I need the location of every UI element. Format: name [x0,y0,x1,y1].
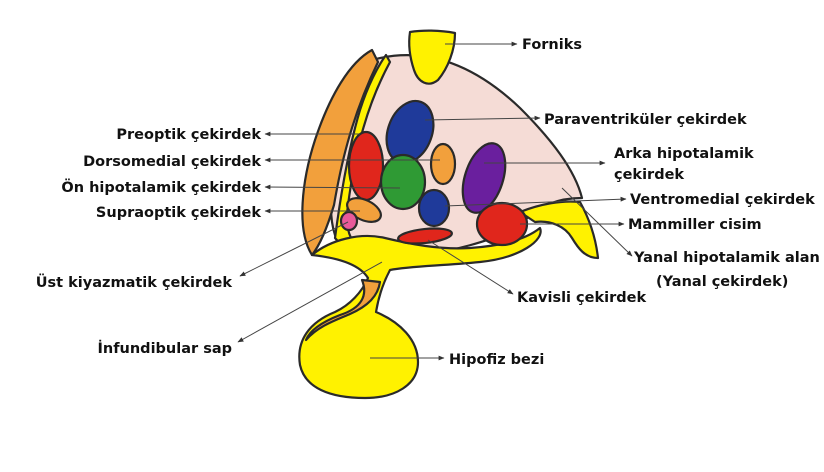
fornix [408,29,457,85]
suprachiasmatic-nucleus [339,210,359,232]
label-preoptik: Preoptik çekirdek [116,127,261,143]
label-ust-kiyazmatik: Üst kiyazmatik çekirdek [36,273,233,291]
label-kavisli: Kavisli çekirdek [517,290,646,306]
pointer-ust-kiyazmatik [239,221,349,277]
label-supraoptik: Supraoptik çekirdek [96,205,261,221]
label-mammiller: Mammiller cisim [628,217,762,233]
label-ventromedial: Ventromedial çekirdek [630,192,815,208]
label-infundibular: İnfundibular sap [98,340,232,357]
ventromedial-nucleus [417,188,451,228]
label-yanal-1: Yanal hipotalamik alan [633,250,820,266]
pointer-on-hipotalamik [264,184,401,190]
pointer-ventromedial [444,196,627,207]
label-hipofiz: Hipofiz bezi [449,352,544,368]
mammillary-yellow-wedge [518,200,600,260]
label-arka-1: Arka hipotalamik [614,146,754,162]
arcuate-nucleus [397,227,453,245]
label-paraventrikuler: Paraventriküler çekirdek [544,112,747,128]
pointer-kavisli [427,239,514,295]
preoptic-dorsomedial-red-nucleus [347,130,385,202]
mammillary-body [475,201,529,247]
pointer-paraventrikuler [424,115,541,121]
anterior-hypothalamic-nucleus [379,153,427,211]
label-arka-2: çekirdek [614,167,684,183]
label-dorsomedial: Dorsomedial çekirdek [83,154,261,170]
dorsomedial-orange-nucleus [429,142,457,186]
infundibular-orange [304,278,382,342]
posterior-hypothalamic-nucleus [461,142,507,214]
pointer-infundibular [237,261,383,343]
pointer-yanal [561,187,633,257]
pituitary-yellow [298,226,542,400]
label-forniks: Forniks [522,37,582,53]
label-yanal-2: (Yanal çekirdek) [656,274,788,290]
label-on-hipotalamik: Ön hipotalamik çekirdek [61,178,261,196]
